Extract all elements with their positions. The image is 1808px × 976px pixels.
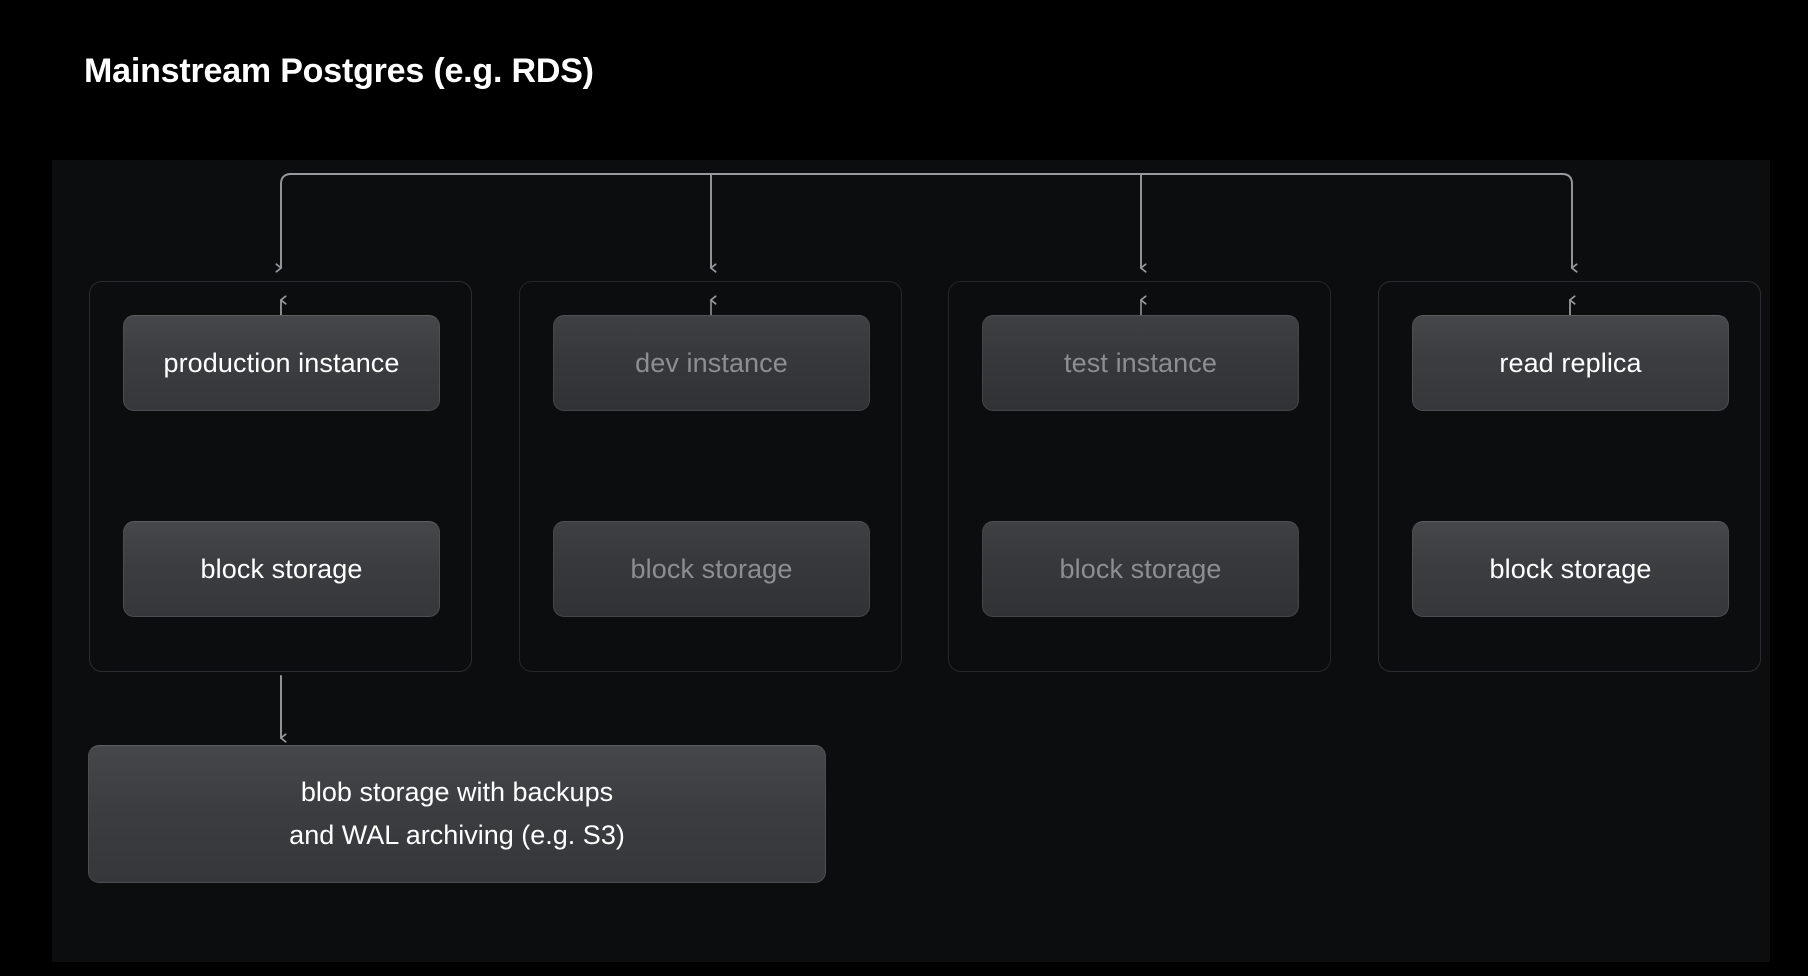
- group-read-replica[interactable]: read replica block storage: [1378, 281, 1761, 672]
- card-read-replica-block-storage[interactable]: block storage: [1412, 521, 1729, 617]
- card-production-instance[interactable]: production instance: [123, 315, 440, 411]
- card-test-block-storage[interactable]: block storage: [982, 521, 1299, 617]
- page-title: Mainstream Postgres (e.g. RDS): [84, 52, 594, 90]
- card-production-block-storage[interactable]: block storage: [123, 521, 440, 617]
- group-test[interactable]: test instance block storage: [948, 281, 1331, 672]
- card-blob-storage[interactable]: blob storage with backups and WAL archiv…: [88, 745, 826, 883]
- card-test-instance[interactable]: test instance: [982, 315, 1299, 411]
- blob-storage-line-2: and WAL archiving (e.g. S3): [289, 820, 625, 850]
- card-read-replica-instance[interactable]: read replica: [1412, 315, 1729, 411]
- distribution-bus: [281, 173, 1572, 268]
- group-production[interactable]: production instance block storage: [89, 281, 472, 672]
- card-dev-block-storage[interactable]: block storage: [553, 521, 870, 617]
- blob-storage-line-1: blob storage with backups: [300, 777, 614, 807]
- card-dev-instance[interactable]: dev instance: [553, 315, 870, 411]
- group-dev[interactable]: dev instance block storage: [519, 281, 902, 672]
- diagram-panel: production instance block storage dev in…: [52, 160, 1770, 962]
